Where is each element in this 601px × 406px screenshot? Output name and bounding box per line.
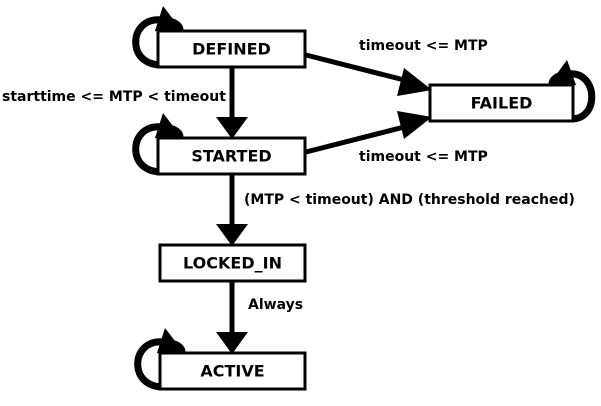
state-node-locked-in[interactable]: LOCKED_IN bbox=[158, 243, 307, 283]
state-node-started[interactable]: STARTED bbox=[156, 136, 307, 176]
self-loop-started bbox=[132, 113, 186, 176]
edge-started-to-locked-in bbox=[216, 174, 248, 246]
edge-defined-to-failed bbox=[305, 52, 432, 96]
state-label-failed: FAILED bbox=[471, 94, 533, 113]
state-node-defined[interactable]: DEFINED bbox=[156, 29, 307, 69]
state-box-active[interactable] bbox=[158, 351, 307, 391]
edge-label-started-to-locked-in: (MTP < timeout) AND (threshold reached) bbox=[244, 192, 575, 208]
self-loop-active bbox=[134, 328, 188, 391]
state-box-defined[interactable] bbox=[156, 29, 307, 69]
edge-started-to-failed bbox=[305, 111, 432, 155]
state-node-failed[interactable]: FAILED bbox=[428, 83, 575, 123]
self-loop-defined bbox=[132, 6, 186, 69]
state-box-started[interactable] bbox=[156, 136, 307, 176]
edge-locked-in-to-active bbox=[216, 281, 248, 354]
state-box-locked-in[interactable] bbox=[158, 243, 307, 283]
edge-label-defined-to-started: starttime <= MTP < timeout bbox=[2, 89, 226, 105]
edge-label-defined-to-failed: timeout <= MTP bbox=[359, 38, 488, 54]
edge-label-locked-in-to-active: Always bbox=[248, 297, 303, 313]
state-node-active[interactable]: ACTIVE bbox=[158, 351, 307, 391]
state-label-defined: DEFINED bbox=[192, 40, 271, 59]
self-loop-failed bbox=[545, 60, 596, 123]
edge-label-started-to-failed: timeout <= MTP bbox=[359, 149, 488, 165]
state-label-started: STARTED bbox=[191, 147, 271, 166]
edge-defined-to-started bbox=[216, 67, 248, 139]
state-box-failed[interactable] bbox=[428, 83, 575, 123]
state-label-active: ACTIVE bbox=[200, 362, 264, 381]
state-label-locked-in: LOCKED_IN bbox=[183, 254, 282, 273]
